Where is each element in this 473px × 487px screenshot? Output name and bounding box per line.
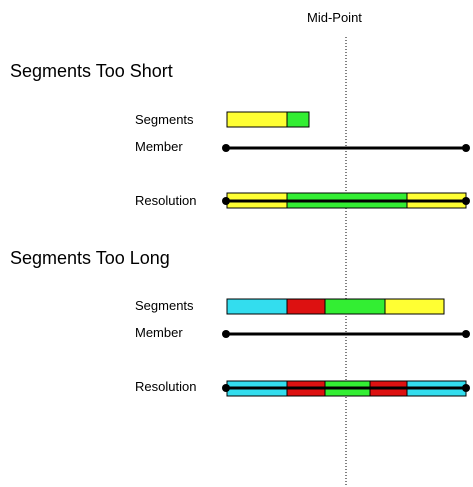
member-end-node bbox=[222, 197, 230, 205]
member-end-node bbox=[462, 384, 470, 392]
member-label-long: Member bbox=[135, 325, 183, 340]
resolution-label-long: Resolution bbox=[135, 379, 197, 394]
segment-red bbox=[286, 298, 326, 315]
member-end-node bbox=[222, 330, 230, 338]
member-end-node bbox=[462, 330, 470, 338]
resolution-bar-long bbox=[222, 380, 470, 397]
member-end-node bbox=[222, 384, 230, 392]
section-heading-too-long: Segments Too Long bbox=[10, 248, 170, 268]
resolution-bar-short bbox=[222, 192, 470, 209]
segment-green bbox=[286, 111, 310, 128]
segments-label-long: Segments bbox=[135, 298, 194, 313]
segments-bar-long bbox=[226, 298, 445, 315]
member-line-long bbox=[222, 330, 470, 338]
member-line-short bbox=[222, 144, 470, 152]
segments-label-short: Segments bbox=[135, 112, 194, 127]
section-heading-too-short: Segments Too Short bbox=[10, 61, 173, 81]
segment-cyan bbox=[226, 298, 288, 315]
member-end-node bbox=[462, 144, 470, 152]
midpoint-label: Mid-Point bbox=[307, 10, 362, 25]
segments-bar-short bbox=[226, 111, 310, 128]
member-end-node bbox=[222, 144, 230, 152]
segment-green bbox=[324, 298, 386, 315]
member-label-short: Member bbox=[135, 139, 183, 154]
segment-yellow bbox=[384, 298, 445, 315]
segment-yellow bbox=[226, 111, 288, 128]
member-end-node bbox=[462, 197, 470, 205]
resolution-label-short: Resolution bbox=[135, 193, 197, 208]
